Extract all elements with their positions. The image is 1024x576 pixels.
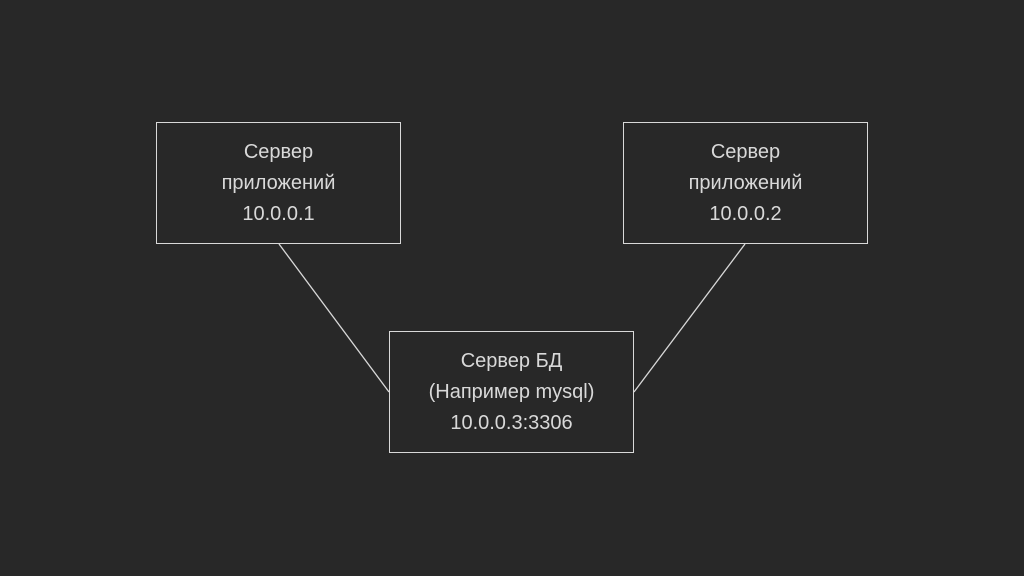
edge-app1-db <box>278 243 390 393</box>
node-app-server-1-subtitle: приложений <box>221 171 336 194</box>
node-app-server-1-address: 10.0.0.1 <box>242 202 315 225</box>
node-db-server-address: 10.0.0.3:3306 <box>450 411 573 434</box>
node-app-server-2-address: 10.0.0.2 <box>709 202 782 225</box>
node-app-server-1-title: Сервер <box>243 140 314 163</box>
node-app-server-1: Сервер приложений 10.0.0.1 <box>156 122 401 244</box>
node-db-server-subtitle: (Например mysql) <box>428 380 595 403</box>
node-app-server-2-title: Сервер <box>710 140 781 163</box>
node-db-server: Сервер БД (Например mysql) 10.0.0.3:3306 <box>389 331 634 453</box>
edge-app2-db <box>633 243 746 393</box>
node-db-server-title: Сервер БД <box>460 349 563 372</box>
node-app-server-2-subtitle: приложений <box>688 171 803 194</box>
node-app-server-2: Сервер приложений 10.0.0.2 <box>623 122 868 244</box>
